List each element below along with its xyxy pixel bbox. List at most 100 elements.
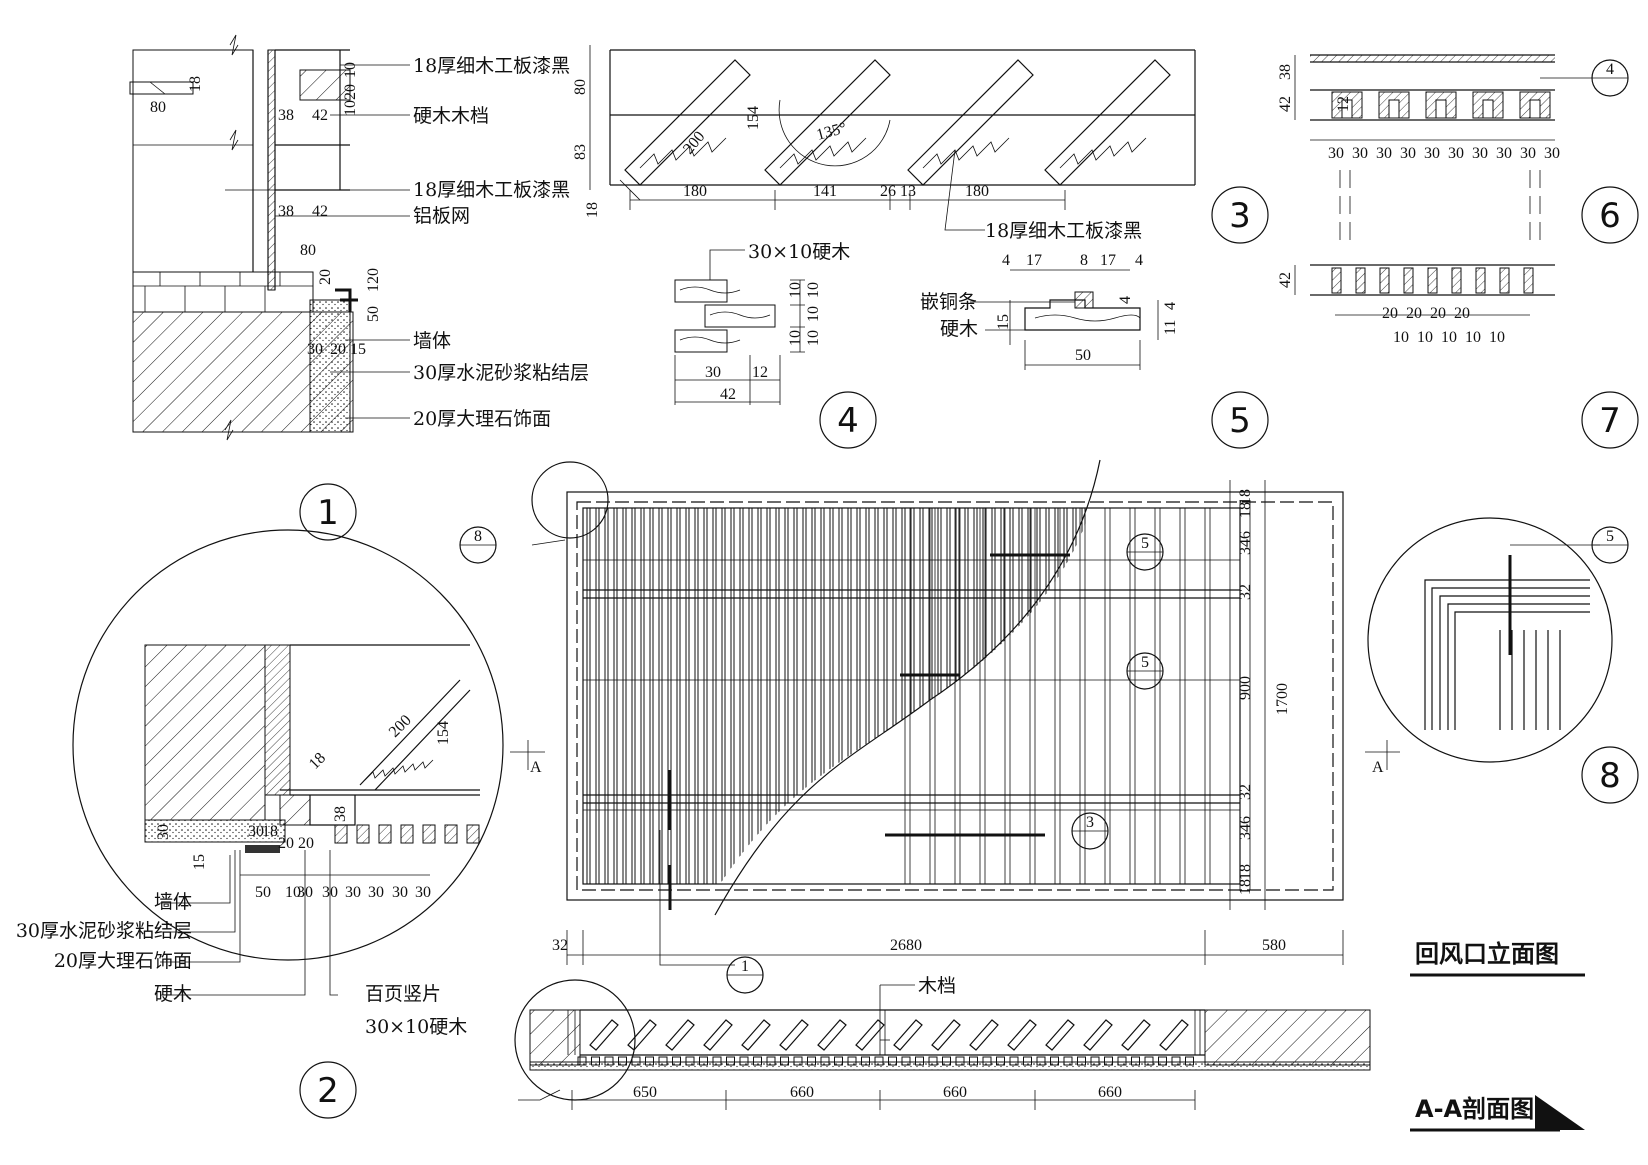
detail7-dim: 20 xyxy=(1454,305,1470,322)
detail2-dim: 18 xyxy=(306,749,329,772)
elevation-dim: 32 xyxy=(1237,584,1254,600)
detail4-dim: 10 xyxy=(787,282,804,298)
detail5-label: 硬木 xyxy=(940,318,978,340)
detail1-label: 墙体 xyxy=(413,330,451,352)
detail3-dim: 200 xyxy=(680,128,708,157)
detail6-dim: 30 xyxy=(1496,145,1512,162)
detail6-number: 6 xyxy=(1599,196,1621,236)
detail1-dim: 120 xyxy=(365,268,382,292)
detail2-dim: 200 xyxy=(386,712,415,741)
detail1-label: 铝板网 xyxy=(413,205,470,227)
detail4-label: 30×10硬木 xyxy=(748,241,850,263)
detail2-number: 2 xyxy=(317,1071,339,1111)
detail2-dim: 20 xyxy=(278,835,294,852)
detail5-label: 嵌铜条 xyxy=(920,291,977,313)
detail1-dim: 20 xyxy=(317,269,334,285)
detail6-dim: 30 xyxy=(1424,145,1440,162)
detail3-dim: 154 xyxy=(745,106,762,130)
detail2-dim: 50 xyxy=(255,884,271,901)
elevation-dim: 18 xyxy=(1237,879,1254,895)
elevation-bubble: 3 xyxy=(1086,814,1094,831)
detail2-dim: 15 xyxy=(191,854,208,870)
detail3-dim: 83 xyxy=(572,144,589,160)
detail4-dim: 10 xyxy=(805,330,822,346)
detail1-dim: 30 xyxy=(307,341,323,358)
elevation-dim: 18 xyxy=(1237,864,1254,880)
detail5-dim-top: 8 xyxy=(1080,252,1088,269)
elevation-dim: 18 xyxy=(1237,489,1254,505)
detail6-dim: 30 xyxy=(1328,145,1344,162)
detail2-dim: 30 xyxy=(368,884,384,901)
detail1-dim: 42 xyxy=(312,107,328,124)
section-dim: 660 xyxy=(790,1084,814,1101)
elevation-bubble: 8 xyxy=(474,528,482,545)
detail5-dim-top: 17 xyxy=(1026,252,1042,269)
detail5-dim-top: 17 xyxy=(1100,252,1116,269)
detail2-dim: 154 xyxy=(435,721,452,745)
detail4-dim: 12 xyxy=(752,364,768,381)
elevation-dim: 32 xyxy=(1237,784,1254,800)
elevation-dim: 580 xyxy=(1262,937,1286,954)
detail1-dim: 15 xyxy=(350,341,366,358)
detail1-dim: 50 xyxy=(365,306,382,322)
detail3-dim: 18 xyxy=(584,202,601,218)
detail1-dim: 80 xyxy=(150,99,166,116)
section-label: 木档 xyxy=(918,975,956,997)
detail3-dim: 26 xyxy=(880,183,896,200)
detail4-dim: 10 xyxy=(805,282,822,298)
detail3-dim: 80 xyxy=(572,79,589,95)
elevation-bubble: 5 xyxy=(1141,535,1149,552)
detail1-dim: 20 xyxy=(342,84,359,100)
detail1-label: 18厚细木工板漆黑 xyxy=(413,179,570,201)
detail1-label: 硬木木档 xyxy=(413,105,489,127)
detail5-dim: 4 xyxy=(1117,296,1134,304)
detail1-dim: 20 xyxy=(330,341,346,358)
detail1-dim: 10 xyxy=(342,62,359,78)
detail7-dim: 20 xyxy=(1382,305,1398,322)
detail1-dim: 38 xyxy=(278,107,294,124)
detail2-label: 30×10硬木 xyxy=(365,1016,467,1038)
detail7-dim: 10 xyxy=(1417,329,1433,346)
detail6-dim: 30 xyxy=(1352,145,1368,162)
detail6-dim: 38 xyxy=(1277,64,1294,80)
section-dim: 660 xyxy=(943,1084,967,1101)
elevation-dim: 346 xyxy=(1237,531,1254,555)
detail6-dim: 42 xyxy=(1277,96,1294,112)
detail2-dim: 38 xyxy=(332,806,349,822)
detail7-dim: 10 xyxy=(1489,329,1505,346)
detail6-dim: 30 xyxy=(1544,145,1560,162)
detail3-dim: 141 xyxy=(813,183,837,200)
detail2-dim: 30 xyxy=(248,823,264,840)
elevation-bubble: 1 xyxy=(741,958,749,975)
detail1-dim: 38 xyxy=(278,203,294,220)
detail1-dim: 10 xyxy=(342,100,359,116)
detail2-dim: 30 xyxy=(155,824,172,840)
detail7-dim: 20 xyxy=(1406,305,1422,322)
detail-8: 5 8 xyxy=(1367,517,1639,804)
detail6-dim: 30 xyxy=(1448,145,1464,162)
elevation-dim: 18 xyxy=(1237,502,1254,518)
detail6-dim: 30 xyxy=(1472,145,1488,162)
detail-4: 30×10硬木 10 10 10 10 10 30 12 42 4 xyxy=(674,241,877,449)
detail2-dim: 20 xyxy=(298,835,314,852)
detail5-number: 5 xyxy=(1229,401,1251,441)
detail2-label: 百页竖片 xyxy=(365,983,441,1005)
detail8-bubble: 5 xyxy=(1606,528,1614,545)
detail1-dim: 80 xyxy=(300,242,316,259)
detail1-dim: 42 xyxy=(312,203,328,220)
elevation-bubble: 5 xyxy=(1141,654,1149,671)
elevation-section-marker: A xyxy=(1372,759,1384,776)
detail6-dim: 30 xyxy=(1520,145,1536,162)
section-aa: 木档 650 660 660 660 A-A剖面图 xyxy=(514,975,1585,1132)
detail2-dim: 30 xyxy=(345,884,361,901)
detail6-dim: 12 xyxy=(1335,96,1352,112)
detail1-label: 30厚水泥砂浆粘结层 xyxy=(413,362,589,384)
detail4-dim: 10 xyxy=(787,330,804,346)
detail3-label: 18厚细木工板漆黑 xyxy=(985,220,1142,242)
detail2-label: 墙体 xyxy=(154,891,192,913)
elevation-dim: 1700 xyxy=(1274,683,1291,715)
